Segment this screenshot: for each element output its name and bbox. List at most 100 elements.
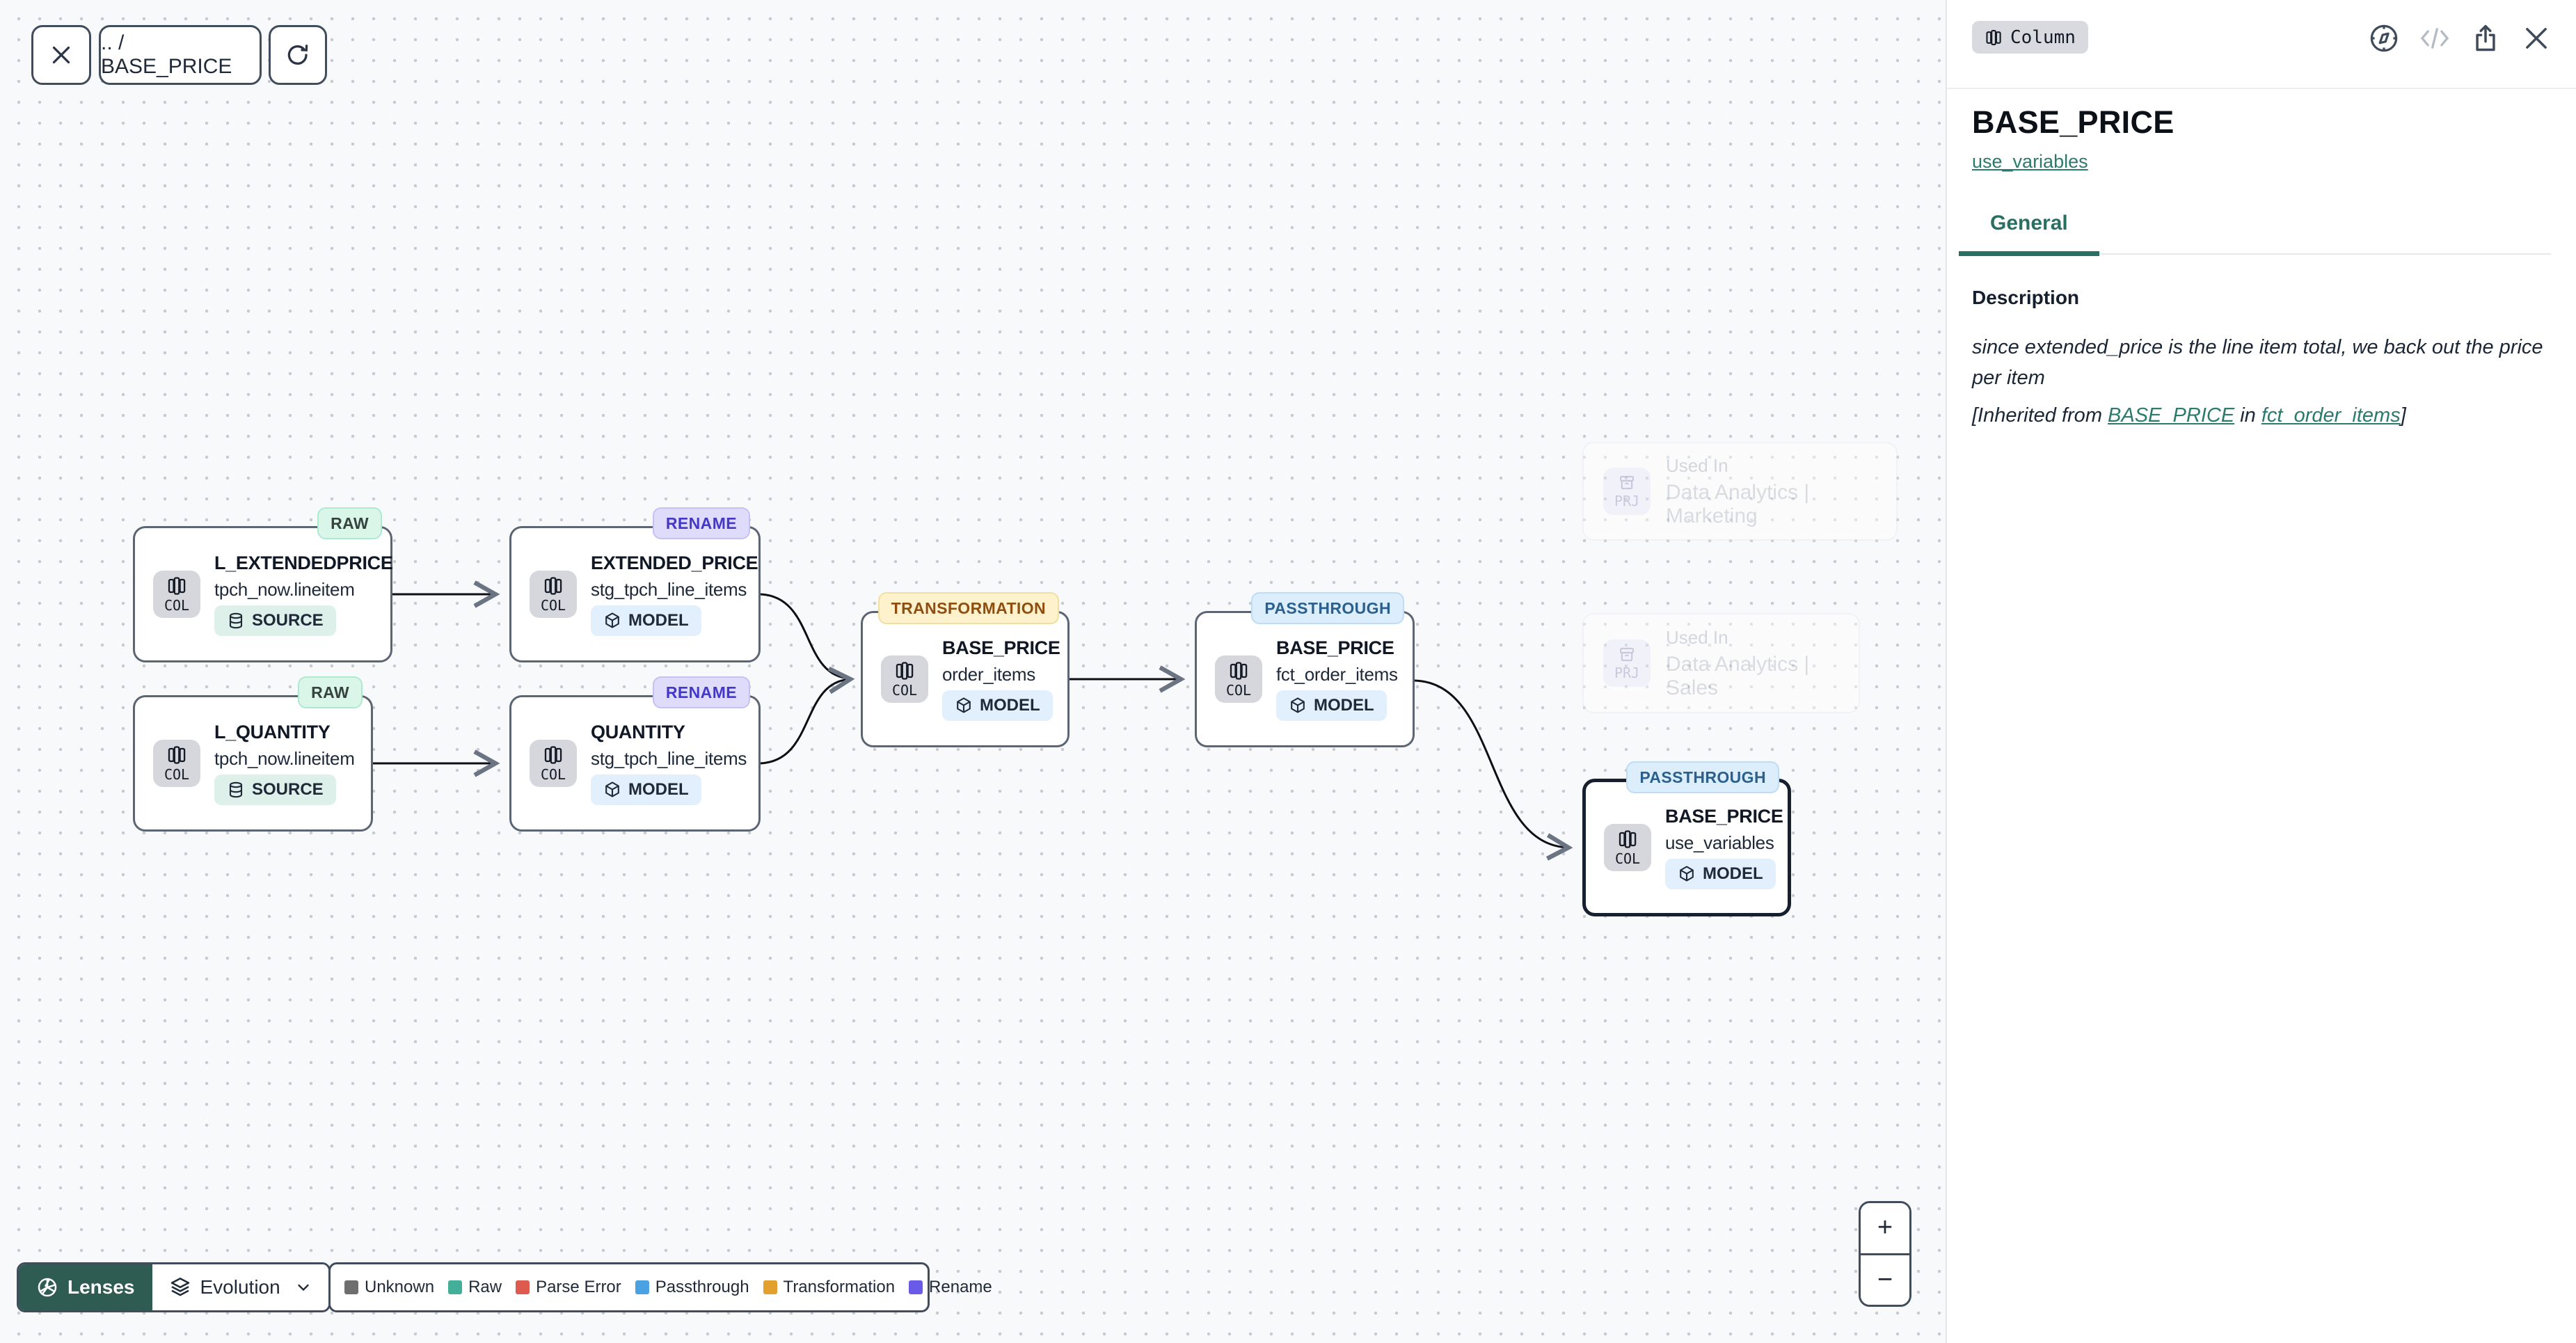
panel-title: BASE_PRICE	[1972, 104, 2175, 140]
model-cube-icon	[957, 697, 971, 713]
type-badge: MODEL	[1276, 690, 1387, 721]
status-badge: TRANSFORMATION	[877, 592, 1059, 624]
column-chip-label: COL	[891, 681, 918, 699]
details-panel-header: Column	[1947, 0, 2576, 89]
column-icon	[168, 576, 186, 595]
project-icon	[1619, 647, 1635, 662]
column-icon	[544, 745, 562, 764]
used-in-card-sales[interactable]: PRJ Used In Data Analytics | Sales	[1582, 613, 1860, 713]
breadcrumb[interactable]: .. / BASE_PRICE	[99, 25, 262, 85]
code-button[interactable]	[2419, 22, 2451, 54]
column-chip-label: COL	[540, 596, 566, 614]
explore-button[interactable]	[2368, 22, 2400, 54]
legend-swatch	[763, 1280, 777, 1294]
node-extended-price[interactable]: RENAME COL EXTENDED_PRICE stg_tpch_line_…	[509, 507, 761, 662]
column-chip: COL	[530, 740, 577, 787]
close-panel-button[interactable]	[2520, 22, 2552, 54]
inherited-prefix: [Inherited from	[1972, 404, 2108, 427]
node-l-quantity[interactable]: RAW COL L_QUANTITY tpch_now.lineitem SOU…	[133, 676, 373, 832]
close-icon	[2526, 28, 2547, 49]
node-subtitle: tpch_now.lineitem	[214, 748, 355, 769]
zoom-controls: + −	[1859, 1201, 1911, 1307]
column-chip: COL	[881, 655, 928, 703]
inherited-column-link[interactable]: BASE_PRICE	[2108, 404, 2235, 427]
status-badge: PASSTHROUGH	[1251, 592, 1404, 624]
node-subtitle: stg_tpch_line_items	[591, 748, 747, 769]
edge-layer	[373, 580, 1573, 861]
model-cube-icon	[1291, 697, 1305, 713]
node-base-price-fct-order-items[interactable]: PASSTHROUGH COL BASE_PRICE fct_order_ite…	[1195, 592, 1415, 747]
type-badge-label: SOURCE	[252, 611, 324, 630]
refresh-button[interactable]	[269, 25, 327, 85]
lenses-control: Lenses Evolution	[17, 1262, 331, 1312]
status-badge: RENAME	[652, 507, 750, 539]
status-badge: RENAME	[652, 676, 750, 708]
node-title: EXTENDED_PRICE	[591, 553, 758, 573]
node-base-price-use-variables[interactable]: PASSTHROUGH COL BASE_PRICE use_variables…	[1582, 761, 1791, 916]
lineage-canvas[interactable]: .. / BASE_PRICE RAW COL L_EXTENDEDPRICE …	[0, 0, 1946, 1343]
used-in-project: Data Analytics | Marketing	[1666, 480, 1810, 527]
used-in-label: Used In	[1666, 626, 1728, 648]
description-body: since extended_price is the line item to…	[1972, 336, 2543, 389]
panel-model-link: use_variables	[1972, 151, 2551, 173]
node-title: L_QUANTITY	[214, 722, 331, 742]
node-title: L_EXTENDEDPRICE	[214, 553, 393, 573]
project-chip-label: PRJ	[1614, 493, 1640, 509]
inherited-model-link[interactable]: fct_order_items	[2261, 404, 2401, 427]
breadcrumb-label: .. / BASE_PRICE	[101, 31, 232, 78]
used-in-card-marketing[interactable]: PRJ Used In Data Analytics | Marketing	[1582, 442, 1898, 541]
details-panel: Column	[1946, 0, 2576, 1343]
entity-kind-label: Column	[2010, 26, 2076, 48]
type-badge: SOURCE	[214, 774, 336, 805]
node-subtitle: fct_order_items	[1276, 664, 1398, 685]
legend-item-raw: Raw	[448, 1278, 502, 1297]
project-chip: PRJ	[1603, 639, 1651, 687]
node-title: BASE_PRICE	[942, 637, 1060, 658]
type-badge-label: MODEL	[1314, 696, 1374, 715]
refresh-icon	[287, 45, 308, 65]
legend-swatch	[448, 1280, 463, 1294]
node-l-extendedprice[interactable]: RAW COL L_EXTENDEDPRICE tpch_now.lineite…	[133, 507, 393, 662]
column-icon	[168, 745, 186, 764]
type-badge: SOURCE	[214, 605, 336, 636]
node-base-price-order-items[interactable]: TRANSFORMATION COL BASE_PRICE order_item…	[861, 592, 1070, 747]
lenses-button[interactable]: Lenses	[19, 1264, 152, 1310]
close-icon	[52, 46, 70, 64]
status-badge: RAW	[317, 507, 382, 539]
model-cube-icon	[1680, 866, 1694, 882]
column-icon	[1986, 29, 2001, 45]
model-link[interactable]: use_variables	[1972, 151, 2088, 172]
edge-extendedprice-orderitems	[760, 593, 851, 680]
legend-swatch	[635, 1280, 649, 1294]
share-button[interactable]	[2470, 22, 2502, 54]
type-badge-label: SOURCE	[252, 780, 324, 799]
lens-selector[interactable]: Evolution	[152, 1264, 328, 1310]
type-badge-label: MODEL	[980, 696, 1040, 715]
code-icon	[2420, 28, 2449, 49]
type-badge: MODEL	[942, 690, 1053, 721]
type-badge-label: MODEL	[1703, 864, 1763, 883]
node-quantity[interactable]: RENAME COL QUANTITY stg_tpch_line_items …	[509, 676, 761, 832]
column-chip-label: COL	[164, 765, 190, 783]
column-chip: COL	[1215, 655, 1262, 703]
legend-item-transformation: Transformation	[763, 1278, 895, 1297]
node-subtitle: order_items	[942, 664, 1035, 685]
lens-legend: Unknown Raw Parse Error Passthrough Tran…	[328, 1262, 992, 1312]
column-chip-label: COL	[540, 765, 566, 783]
tab-general[interactable]: General	[1959, 212, 2099, 256]
database-icon	[229, 781, 243, 798]
project-icon	[1619, 475, 1635, 490]
legend-item-passthrough: Passthrough	[635, 1278, 749, 1297]
column-chip: COL	[153, 571, 200, 618]
panel-tabs: General	[1959, 212, 2551, 256]
inherited-mid: in	[2234, 404, 2261, 427]
close-lineage-button[interactable]	[31, 25, 91, 85]
type-badge-label: MODEL	[628, 780, 689, 799]
model-cube-icon	[605, 612, 619, 628]
node-subtitle: stg_tpch_line_items	[591, 579, 747, 600]
node-title: BASE_PRICE	[1665, 806, 1783, 827]
zoom-out-button[interactable]: −	[1861, 1255, 1909, 1305]
type-badge: MODEL	[1665, 859, 1776, 889]
zoom-in-button[interactable]: +	[1861, 1203, 1909, 1255]
status-badge: RAW	[298, 676, 363, 708]
